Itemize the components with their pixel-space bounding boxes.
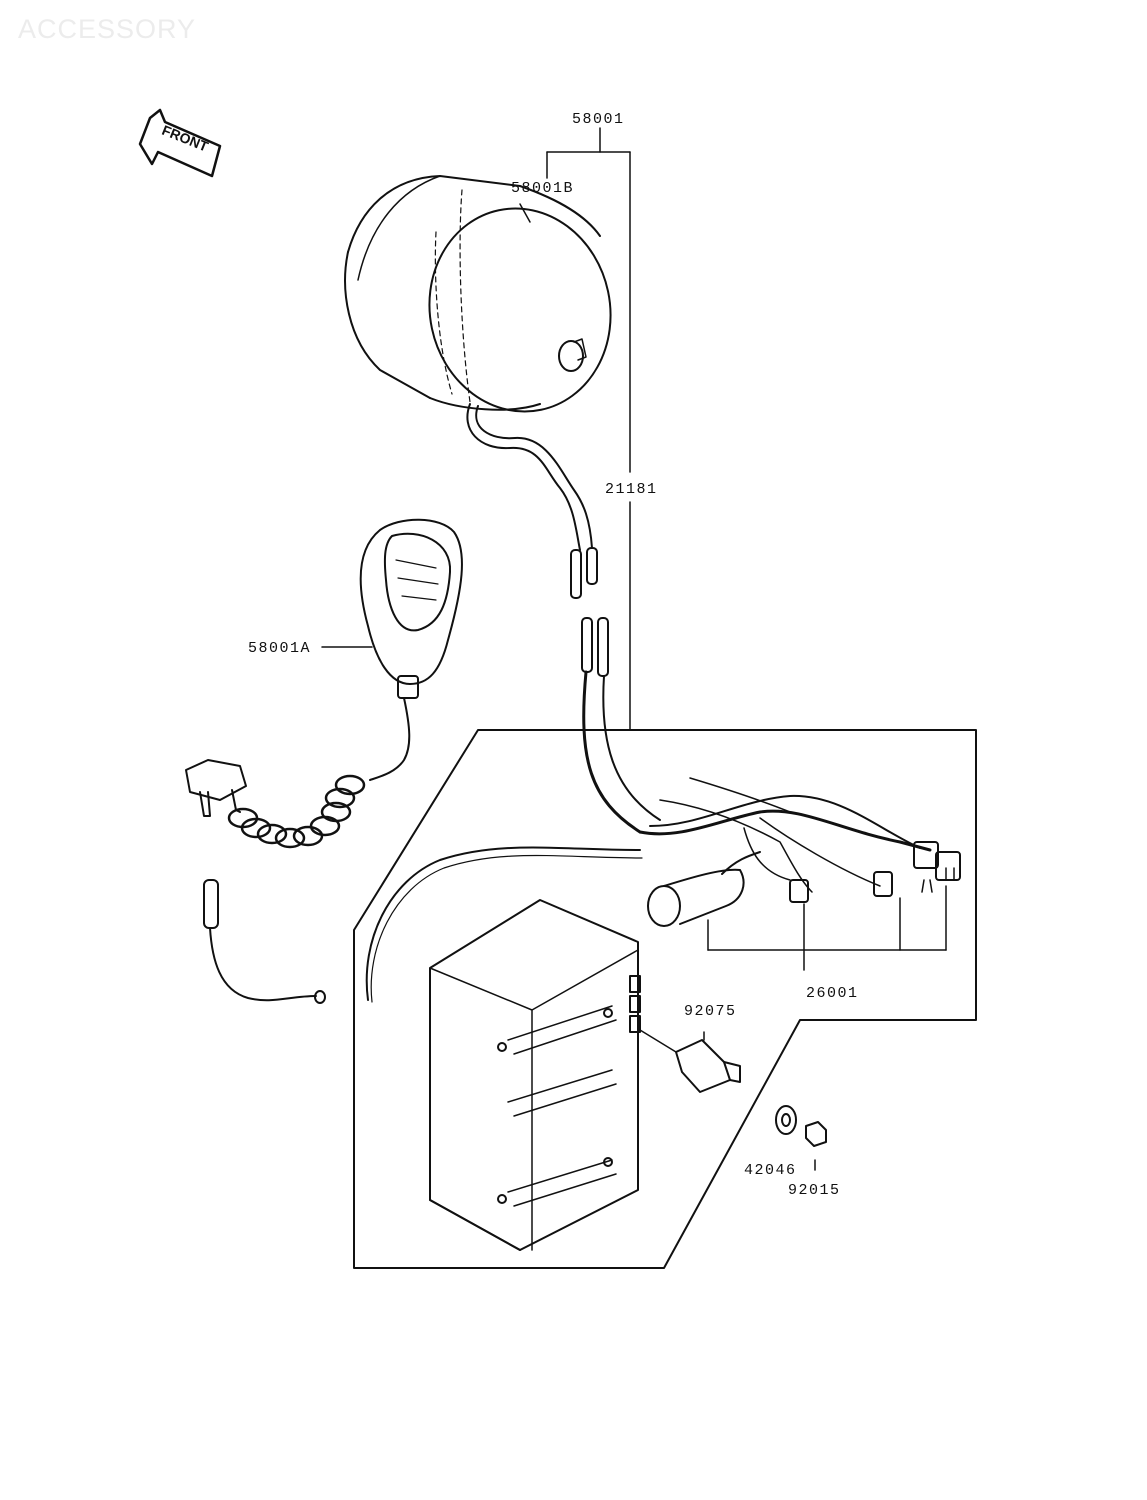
leader-lines [321,203,531,648]
callout-58001b: 58001B [511,180,574,197]
control-box-drawing [365,846,643,1251]
wiring-harness-drawing [581,617,961,927]
speaker-drawing [344,175,612,599]
callout-58001: 58001 [572,111,625,128]
front-arrow-icon: FRONT [138,108,222,178]
socket-drawing [639,1029,741,1093]
callout-42046: 42046 [744,1162,797,1179]
harness-bracket-lines [707,885,947,971]
callout-21181: 21181 [605,481,658,498]
washer-nut-drawing [775,1105,827,1171]
callout-26001: 26001 [806,985,859,1002]
assembly-bracket-lines [546,127,631,731]
section-watermark: ACCESSORY [18,14,197,44]
callout-labels: 58001 58001B 21181 58001A 26001 92075 42… [248,111,859,1199]
frame-outline [353,729,977,1269]
front-label: FRONT [160,122,211,155]
callout-58001a: 58001A [248,640,311,657]
callout-92015: 92015 [788,1182,841,1199]
callout-92075: 92075 [684,1003,737,1020]
microphone-drawing [185,518,463,849]
antenna-lead-drawing [203,879,326,1004]
